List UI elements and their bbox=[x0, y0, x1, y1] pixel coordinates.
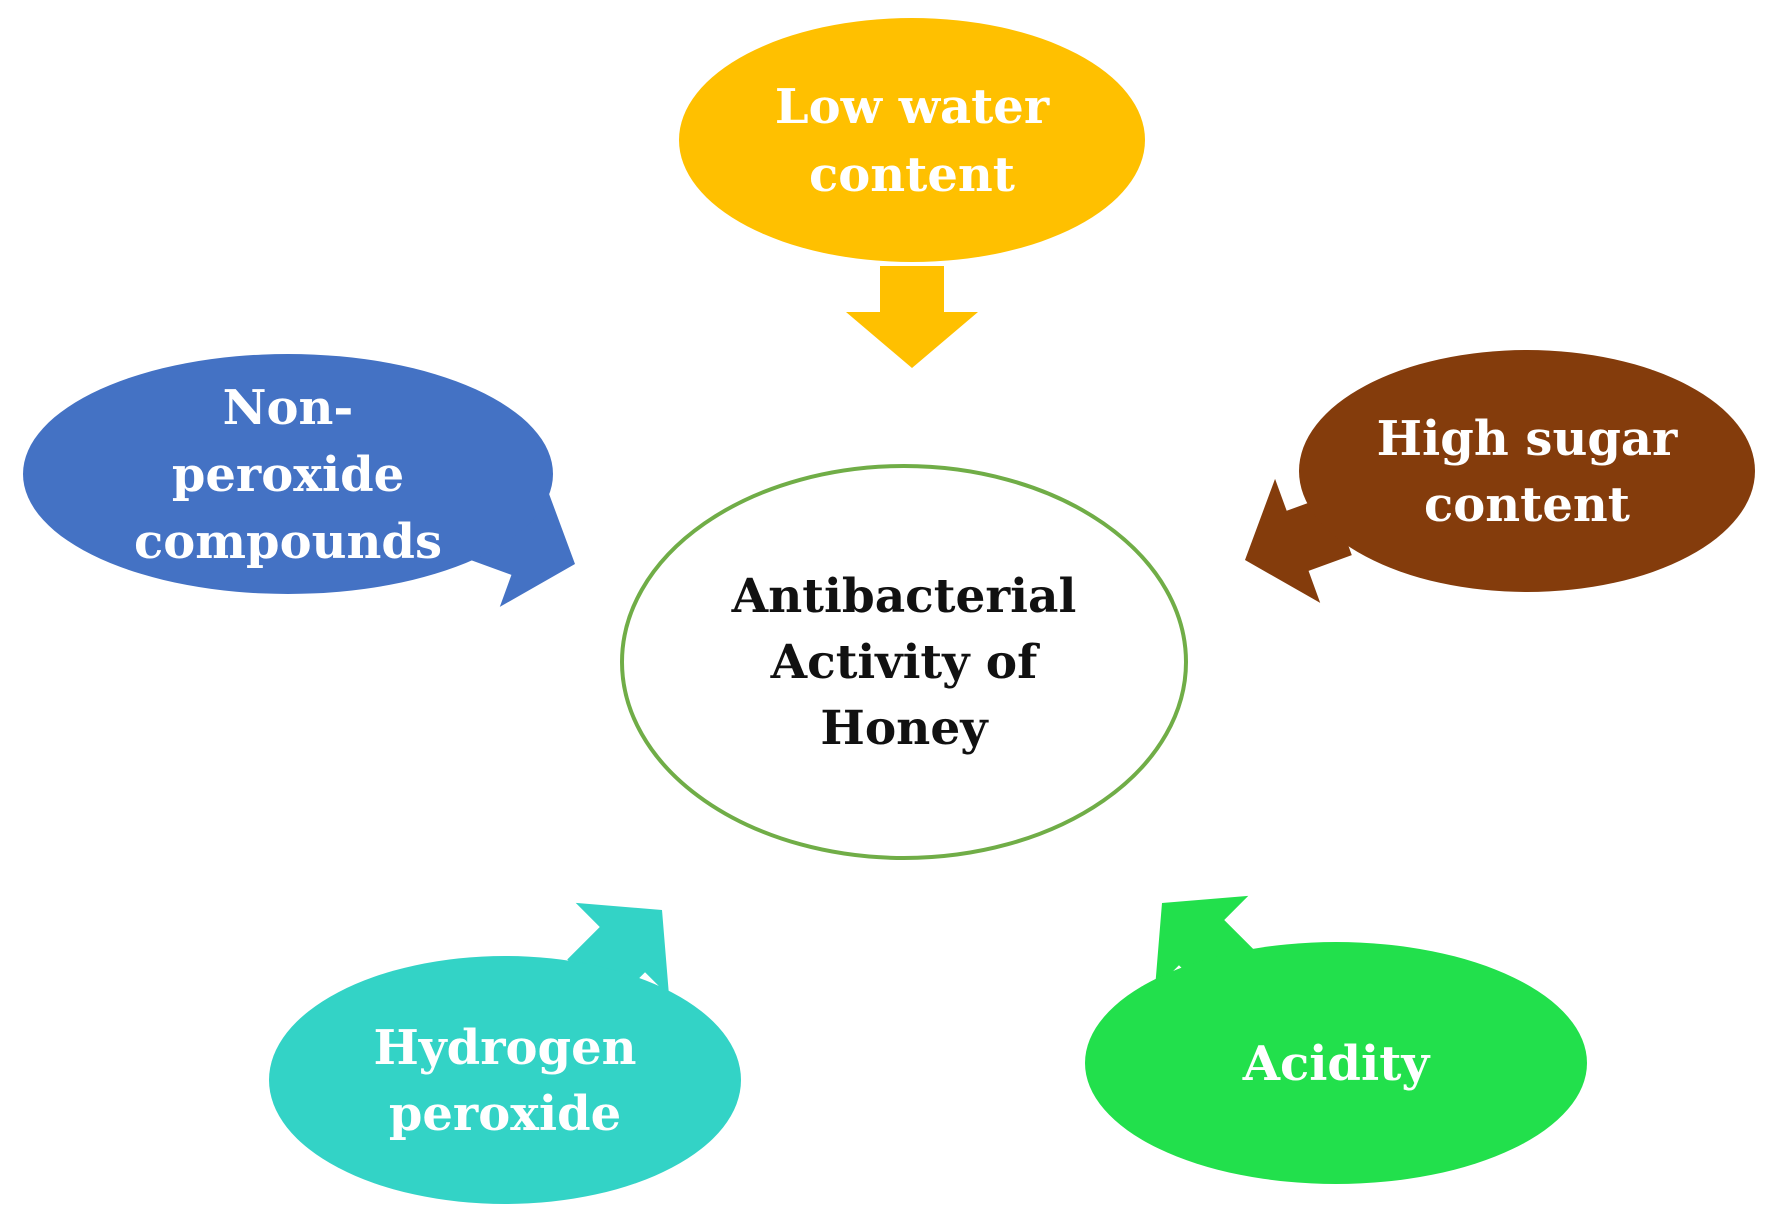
acidity-node: Acidity bbox=[1085, 942, 1587, 1184]
low-water-content-label: Low water content bbox=[775, 79, 1050, 203]
non-peroxide-compounds-ellipse bbox=[23, 354, 553, 594]
non-peroxide-compounds-node: Non-peroxide compounds bbox=[23, 354, 553, 594]
low-water-content-node: Low water content bbox=[679, 18, 1145, 262]
low-water-content-arrow-icon bbox=[846, 266, 978, 368]
acidity-ellipse bbox=[1085, 942, 1587, 1184]
label-line: Hydrogen bbox=[373, 1020, 636, 1076]
label-line: Antibacterial bbox=[731, 569, 1077, 624]
label-line: Honey bbox=[820, 701, 989, 756]
acidity-label: Acidity bbox=[1242, 1036, 1432, 1092]
label-line: content bbox=[1424, 477, 1630, 533]
high-sugar-content-ellipse bbox=[1299, 350, 1755, 592]
non-peroxide-compounds-label: Non-peroxide compounds bbox=[134, 380, 442, 570]
label-line: High sugar bbox=[1377, 411, 1678, 467]
label-line: Low water bbox=[775, 79, 1050, 135]
center-ellipse bbox=[620, 464, 1188, 860]
hydrogen-peroxide-node: Hydrogen peroxide bbox=[269, 956, 741, 1204]
label-line: peroxide bbox=[389, 1086, 621, 1142]
low-water-content-ellipse bbox=[679, 18, 1145, 262]
hydrogen-peroxide-label: Hydrogen peroxide bbox=[373, 1020, 636, 1142]
high-sugar-content-node: High sugar content bbox=[1299, 350, 1755, 592]
label-line: compounds bbox=[134, 514, 442, 570]
label-line: Acidity bbox=[1242, 1036, 1432, 1092]
high-sugar-content-label: High sugar content bbox=[1377, 411, 1678, 533]
label-line: Activity of bbox=[770, 635, 1041, 690]
label-line: content bbox=[809, 147, 1015, 203]
hydrogen-peroxide-ellipse bbox=[269, 956, 741, 1204]
label-line: Non- bbox=[223, 380, 354, 436]
label-line: peroxide bbox=[172, 447, 404, 503]
